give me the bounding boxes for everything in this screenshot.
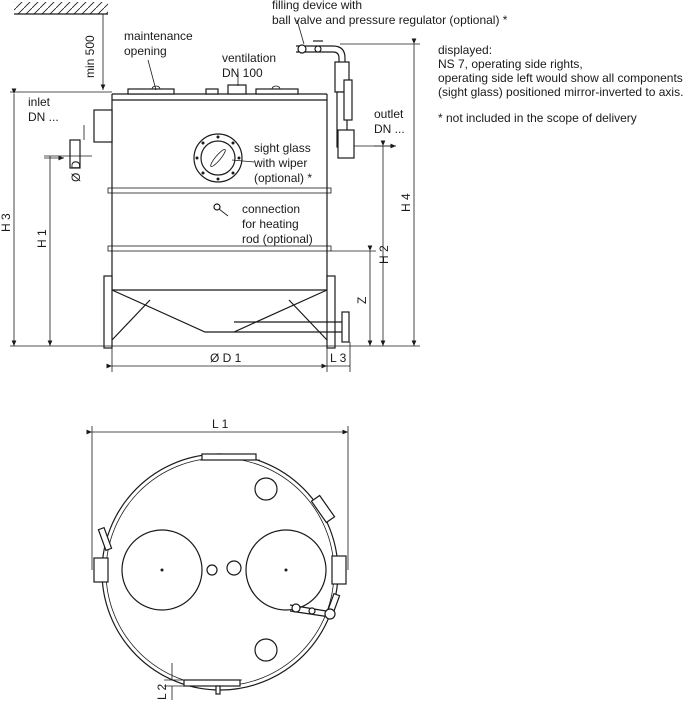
dim-h4: H 4 <box>399 193 413 212</box>
heating-label-1: connection <box>242 202 300 216</box>
maintenance-opening <box>127 85 299 95</box>
dim-l2: L 2 <box>155 683 169 700</box>
dim-diameter-tank: Ø D 1 <box>210 351 242 365</box>
ceiling-hatch <box>14 2 108 15</box>
filling-label-1: filling device with <box>272 0 362 12</box>
sight-glass-label-2: with wiper <box>253 156 307 170</box>
sight-glass-label-3: (optional) * <box>254 171 312 185</box>
inlet-nozzle <box>69 109 113 169</box>
outlet-nozzle <box>337 129 355 159</box>
heating-label-2: for heating <box>242 217 299 231</box>
dim-h1: H 1 <box>35 229 49 248</box>
dim-h2: H 2 <box>377 245 391 264</box>
displayed-heading: displayed: <box>438 43 493 57</box>
top-view: L 1 <box>86 417 349 700</box>
inlet-label-2: DN ... <box>28 110 59 124</box>
min-clearance-label: min 500 <box>83 35 97 78</box>
dim-l3: L 3 <box>330 351 347 365</box>
filling-device <box>296 40 353 148</box>
maintenance-opening-right <box>245 529 327 611</box>
side-view: min 500 maintenance opening ventilation … <box>0 0 508 372</box>
maintenance-opening-left <box>121 529 203 611</box>
leader-lines <box>147 19 305 163</box>
displayed-line-2: operating side left would show all compo… <box>438 71 683 85</box>
dim-h3: H 3 <box>0 213 13 232</box>
heating-connection-icon <box>213 203 229 217</box>
tank-body <box>103 93 350 349</box>
inlet-label-1: inlet <box>28 95 51 109</box>
maintenance-label-1: maintenance <box>124 29 193 43</box>
outlet-stub-top <box>331 555 347 585</box>
sight-glass-label-1: sight glass <box>254 141 311 155</box>
sight-glass-icon <box>193 133 243 183</box>
scope-note: * not included in the scope of delivery <box>438 111 637 125</box>
filling-label-2: ball valve and pressure regulator (optio… <box>272 13 508 27</box>
notes-block: displayed: NS 7, operating side rights, … <box>438 43 698 125</box>
outlet-label-1: outlet <box>374 107 404 121</box>
outlet-label-2: DN ... <box>374 122 405 136</box>
displayed-line-1: NS 7, operating side rights, <box>438 57 583 71</box>
dim-l1: L 1 <box>212 417 229 431</box>
heating-label-3: rod (optional) <box>242 232 313 246</box>
dim-z: Z <box>355 297 369 304</box>
ventilation-stub <box>227 84 247 95</box>
maintenance-label-2: opening <box>124 44 167 58</box>
ventilation-label-2: DN 100 <box>222 66 263 80</box>
tank-top-outline <box>101 453 339 691</box>
displayed-line-3: (sight glass) positioned mirror-inverted… <box>438 85 684 99</box>
filling-device-top <box>289 603 336 620</box>
dim-diameter-inlet: Ø D <box>69 160 83 182</box>
inlet-stub-top <box>93 557 109 583</box>
ventilation-label-1: ventilation <box>222 51 276 65</box>
